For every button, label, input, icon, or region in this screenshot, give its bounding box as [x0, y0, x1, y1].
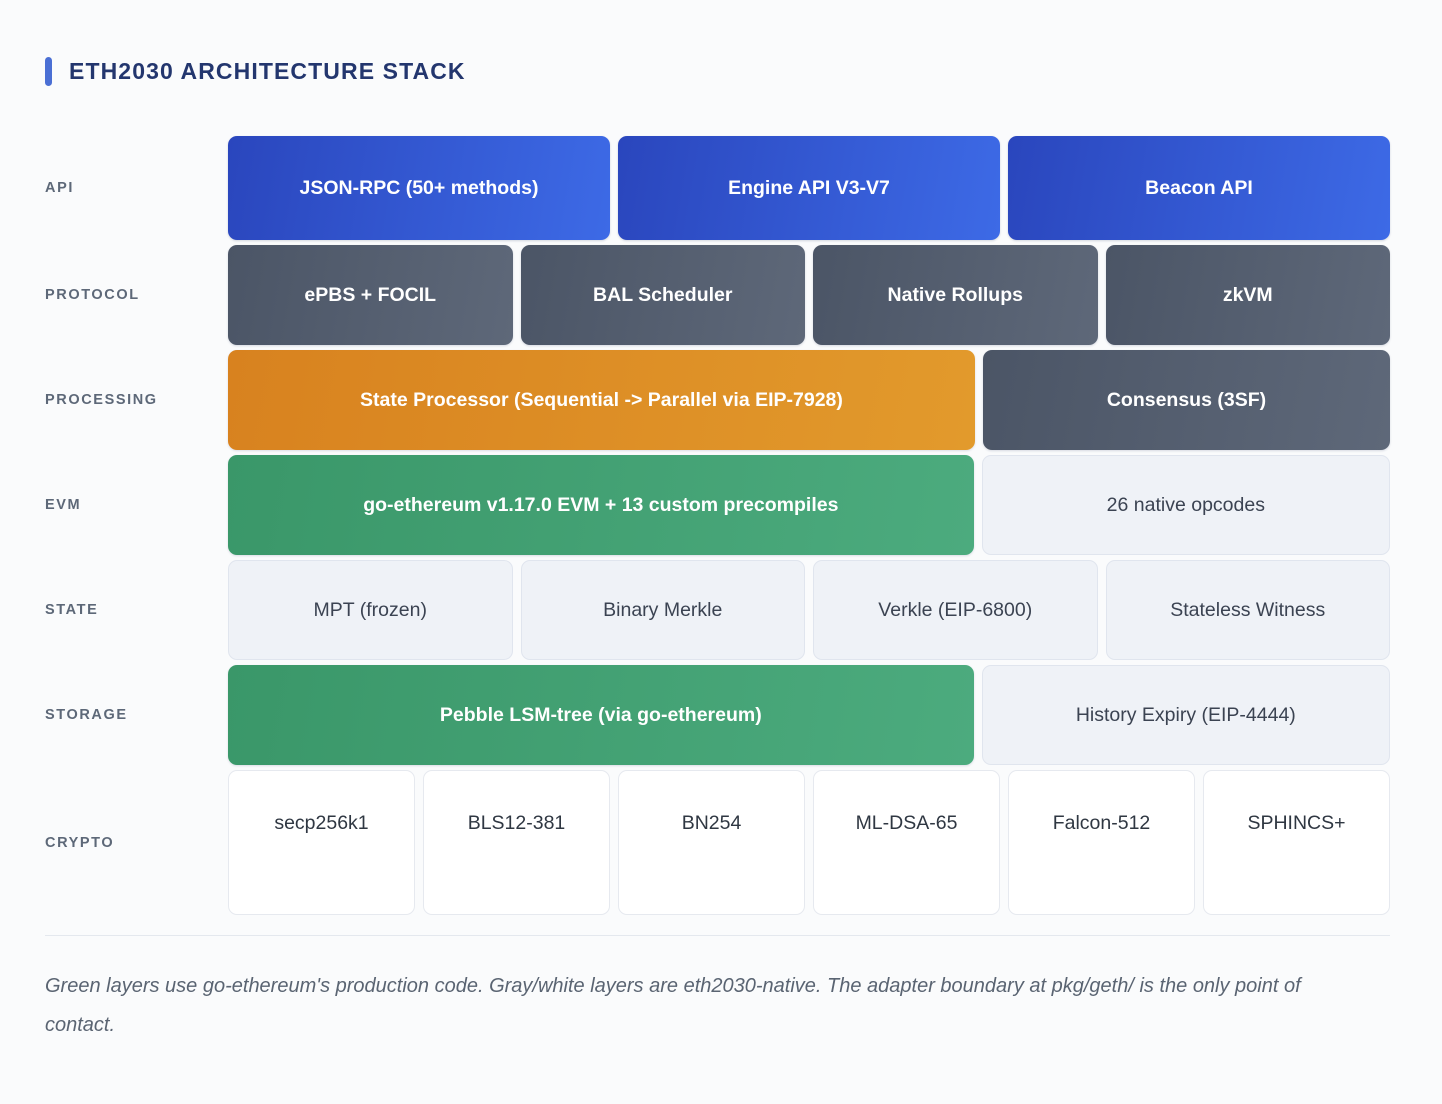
layer-row-evm: EVM go-ethereum v1.17.0 EVM + 13 custom p…	[45, 455, 1390, 555]
stack-block[interactable]: State Processor (Sequential -> Parallel …	[228, 350, 975, 450]
stack-block[interactable]: go-ethereum v1.17.0 EVM + 13 custom prec…	[228, 455, 974, 555]
layer-stack: API JSON-RPC (50+ methods)Engine API V3-V…	[45, 136, 1390, 920]
layer-label-evm: EVM	[45, 497, 82, 513]
stack-block[interactable]: Consensus (3SF)	[982, 350, 1390, 450]
stack-block[interactable]: zkVM	[1105, 245, 1390, 345]
layer-label-protocol: PROTOCOL	[45, 287, 140, 303]
layer-blocks: State Processor (Sequential -> Parallel …	[228, 350, 1390, 450]
layer-row-processing: PROCESSING State Processor (Sequential ->…	[45, 350, 1390, 450]
stack-block[interactable]: Engine API V3-V7	[618, 136, 1000, 240]
stack-block[interactable]: JSON-RPC (50+ methods)	[228, 136, 610, 240]
stack-block[interactable]: Falcon-512	[1008, 770, 1195, 915]
stack-block[interactable]: Beacon API	[1008, 136, 1390, 240]
stack-block[interactable]: MPT (frozen)	[228, 560, 513, 660]
stack-block[interactable]: Pebble LSM-tree (via go-ethereum)	[228, 665, 974, 765]
layer-label-api: API	[45, 180, 74, 196]
layer-label-crypto: CRYPTO	[45, 834, 115, 851]
title-accent-bar	[45, 57, 52, 86]
stack-block[interactable]: Native Rollups	[813, 245, 1098, 345]
layer-row-api: API JSON-RPC (50+ methods)Engine API V3-V…	[45, 136, 1390, 240]
stack-block[interactable]: ML-DSA-65	[813, 770, 1000, 915]
stack-block[interactable]: 26 native opcodes	[981, 455, 1390, 555]
stack-block[interactable]: Verkle (EIP-6800)	[813, 560, 1098, 660]
layer-blocks: go-ethereum v1.17.0 EVM + 13 custom prec…	[228, 455, 1390, 555]
page-title: ETH2030 ARCHITECTURE STACK	[69, 58, 466, 84]
layer-label-storage: STORAGE	[45, 707, 128, 723]
stack-block[interactable]: Binary Merkle	[520, 560, 805, 660]
stack-block[interactable]: BLS12-381	[423, 770, 610, 915]
footer-divider	[45, 935, 1390, 936]
stack-block[interactable]: BN254	[618, 770, 805, 915]
stack-block[interactable]: SPHINCS+	[1203, 770, 1390, 915]
stack-block[interactable]: Stateless Witness	[1105, 560, 1390, 660]
stack-block[interactable]: History Expiry (EIP-4444)	[981, 665, 1390, 765]
layer-blocks: Pebble LSM-tree (via go-ethereum)History…	[228, 665, 1390, 765]
layer-label-state: STATE	[45, 602, 99, 618]
layer-label-processing: PROCESSING	[45, 392, 158, 408]
layer-row-storage: STORAGE Pebble LSM-tree (via go-ethereum)…	[45, 665, 1390, 765]
stack-block[interactable]: secp256k1	[228, 770, 415, 915]
stack-block[interactable]: BAL Scheduler	[520, 245, 805, 345]
footnote-text: Green layers use go-ethereum's productio…	[45, 975, 1301, 1036]
page-header: ETH2030 ARCHITECTURE STACK	[45, 57, 466, 86]
stack-block[interactable]: ePBS + FOCIL	[228, 245, 513, 345]
